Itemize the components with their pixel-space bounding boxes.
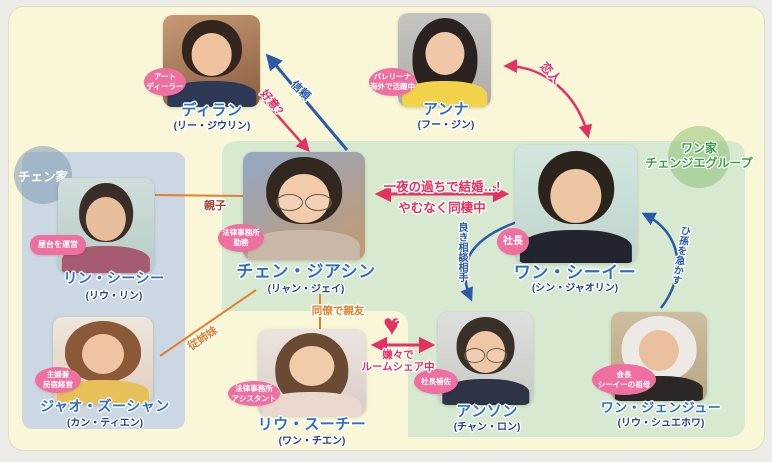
- person-badge-dylan: アートディーラー: [144, 68, 186, 96]
- person-actor-zhenzhu: (リウ・シュエホワ): [617, 418, 705, 429]
- person-name-shishi: リン・シーシー: [63, 270, 165, 286]
- person-actor-anna: (フー・ジン): [417, 120, 475, 131]
- person-name-siqi: リウ・スーチー: [257, 416, 367, 433]
- person-name-anna: アンナ: [423, 101, 469, 118]
- person-badge-jiaxin: 法律事務所勤務: [218, 224, 264, 252]
- person-name-zishan: ジャオ・ズーシャン: [40, 398, 170, 414]
- person-name-zhenzhu: ワン・ジェンジュー: [600, 400, 722, 415]
- person-name-anson: アンソン: [456, 403, 518, 420]
- person-photo-shiyi: [515, 145, 637, 263]
- person-name-jiaxin: チェン・ジアシン: [236, 262, 376, 281]
- relation-label-marriage-2: やむなく同棲中: [398, 201, 486, 215]
- person-actor-jiaxin: (リャン・ジェイ): [267, 284, 345, 295]
- person-actor-anson: (チャン・ロン): [453, 422, 521, 433]
- person-photo-anson: [438, 312, 533, 405]
- person-actor-zishan: (カン・ティエン): [66, 418, 144, 429]
- person-name-shiyi: ワン・シーイー: [513, 263, 637, 282]
- person-badge-zishan: 主婦兼民宿経営: [35, 367, 81, 393]
- person-actor-siqi: (ワン・チエン): [278, 436, 346, 447]
- person-photo-shishi: [58, 178, 154, 273]
- person-badge-shiyi: 社長: [497, 228, 529, 255]
- person-badge-zhenzhu: 会長シーイーの祖母: [592, 364, 656, 395]
- person-photo-anna: [398, 13, 491, 107]
- wang-family-circle: [668, 126, 730, 188]
- relation-label-parent-child: 親子: [204, 200, 226, 212]
- person-badge-shishi: 屋台を運営: [30, 235, 86, 255]
- heart-question-icon: ♥ ?: [383, 311, 413, 341]
- relation-label-marriage-1: 一夜の過ちで結婚…!: [383, 180, 501, 194]
- person-photo-jiaxin: [243, 152, 365, 260]
- relation-label-roomshare-2: ルームシェア中: [361, 361, 435, 373]
- person-photo-siqi: [258, 329, 366, 416]
- person-badge-anna: バレリーナ海外で活躍中: [369, 68, 416, 96]
- person-photo-dylan: [163, 15, 260, 107]
- person-actor-dylan: (リー・ジウリン): [173, 121, 251, 132]
- wang-family-label: ワン家 チェンジエグループ: [645, 141, 753, 170]
- person-name-dylan: ディラン: [181, 102, 243, 119]
- question-mark: ?: [394, 317, 402, 331]
- relation-label-colleagues: 同僚で親友: [311, 305, 365, 317]
- relation-label-advisor: 良き相談相手: [456, 222, 467, 282]
- person-badge-siqi: 法律事務所アシスタント: [228, 381, 280, 406]
- person-badge-anson: 社長補佐: [414, 369, 458, 394]
- person-actor-shiyi: (シン・ジャオリン): [531, 283, 619, 294]
- person-actor-shishi: (リウ・リン): [85, 291, 143, 302]
- chen-family-label: チェン家: [17, 169, 68, 184]
